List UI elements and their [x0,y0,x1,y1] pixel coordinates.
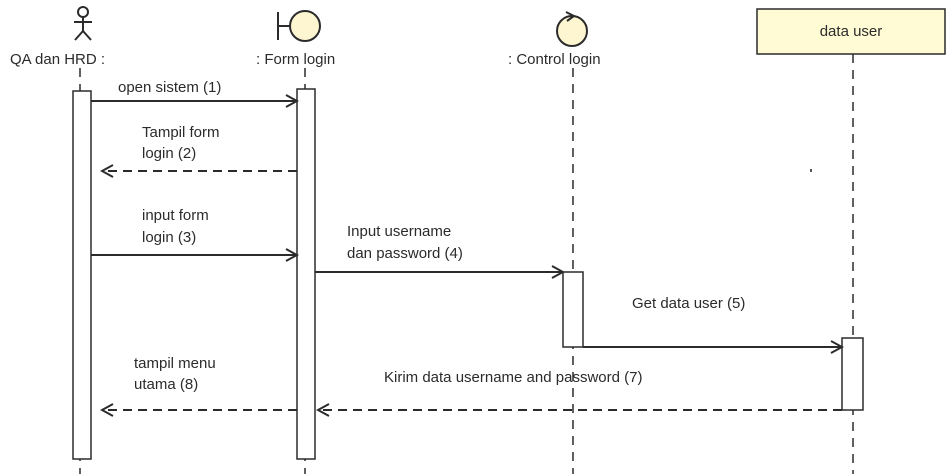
boundary-icon [277,10,321,42]
message-1: open sistem (1) [91,79,297,101]
message-8: tampil menu utama (8) [102,355,297,410]
message-2: Tampil form login (2) [102,124,297,171]
control-label: : Control login [508,51,601,68]
message-2-label-line1: Tampil form [142,124,220,141]
actor-label: QA dan HRD : [10,51,105,68]
control-icon [556,11,588,47]
actor-activation-bar [72,90,92,460]
message-4-label-line2: dan password (4) [347,245,463,262]
entity-label: data user [820,23,883,40]
boundary-participant: : Form login [256,10,335,474]
message-1-label: open sistem (1) [118,79,221,96]
control-participant: : Control login [508,11,601,474]
message-4-label-line1: Input username [347,223,451,240]
message-7-label: Kirim data username and password (7) [384,369,642,386]
message-8-label-line1: tampil menu [134,355,216,372]
boundary-label: : Form login [256,51,335,68]
entity-box [756,8,946,55]
entity-participant: data user [756,8,946,474]
message-5-label: Get data user (5) [632,295,745,312]
boundary-activation-bar [296,88,316,460]
message-3-label-line1: input form [142,207,209,224]
actor-participant: QA dan HRD : [10,6,105,474]
message-7: Kirim data username and password (7) [318,369,842,410]
actor-stick-figure-icon [74,6,92,41]
stray-dot [810,169,812,172]
entity-activation-bar [841,337,864,411]
control-activation-bar [562,271,584,348]
message-3-label-line2: login (3) [142,229,196,246]
message-8-label-line2: utama (8) [134,376,198,393]
message-4: Input username dan password (4) [315,223,563,272]
message-3: input form login (3) [91,207,297,255]
message-5: Get data user (5) [583,295,842,347]
message-2-label-line2: login (2) [142,145,196,162]
